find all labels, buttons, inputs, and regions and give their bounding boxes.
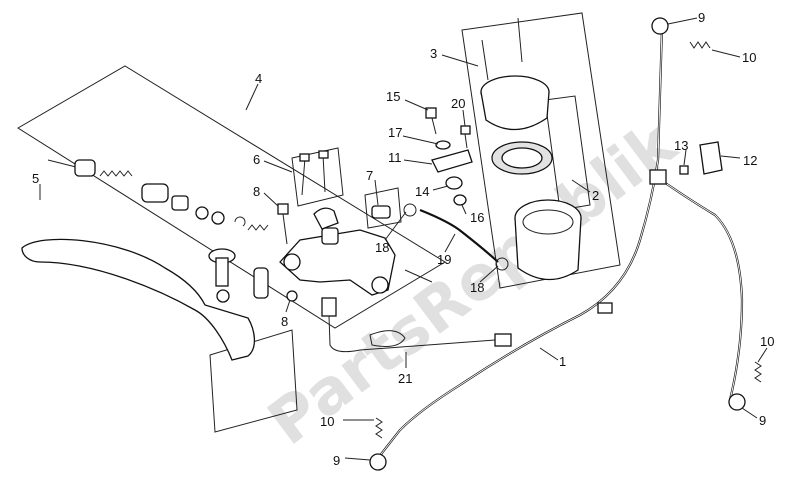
banjo-top bbox=[651, 17, 669, 35]
hose-junction bbox=[649, 169, 667, 185]
washer-16 bbox=[453, 194, 467, 206]
pivot-pin-shaft bbox=[215, 257, 229, 287]
reservoir-body bbox=[514, 217, 582, 281]
callout-8-bottom: 8 bbox=[281, 314, 288, 329]
callout-13: 13 bbox=[674, 138, 688, 153]
diaphragm-inner bbox=[501, 147, 543, 169]
callout-10-bottom: 10 bbox=[320, 414, 334, 429]
callout-8-top: 8 bbox=[253, 184, 260, 199]
body-fitting bbox=[321, 227, 339, 245]
body-bore bbox=[371, 276, 389, 294]
callout-3: 3 bbox=[430, 46, 437, 61]
callout-5: 5 bbox=[32, 171, 39, 186]
wire-loop bbox=[369, 330, 406, 347]
callout-11: 11 bbox=[388, 150, 402, 165]
callout-12: 12 bbox=[743, 153, 757, 168]
circlip bbox=[234, 216, 246, 227]
callout-21: 21 bbox=[398, 371, 412, 386]
screw-20-shaft bbox=[464, 133, 468, 149]
callout-14: 14 bbox=[415, 184, 429, 199]
callout-10-top: 10 bbox=[742, 50, 756, 65]
screw-15-head bbox=[425, 107, 437, 119]
inset-frame-7 bbox=[364, 187, 402, 229]
handlebar-clamp bbox=[313, 207, 339, 230]
clamp-screw-a bbox=[301, 157, 306, 196]
cap-screw-a bbox=[481, 39, 489, 81]
grommet-14 bbox=[445, 176, 463, 190]
callout-7: 7 bbox=[366, 168, 373, 183]
piston-cup bbox=[171, 195, 189, 211]
piston-spring-a bbox=[99, 170, 133, 177]
clamp-screw-b bbox=[322, 154, 326, 193]
brake-hose-branch bbox=[657, 177, 744, 401]
pivot-washer bbox=[216, 289, 230, 303]
washer-17 bbox=[435, 140, 451, 150]
switch-connector bbox=[321, 297, 337, 317]
inset-frame-lever-pivot bbox=[209, 329, 298, 433]
leader-lines bbox=[39, 17, 768, 461]
brake-switch bbox=[371, 205, 391, 219]
banjo-bolt-bottom bbox=[375, 417, 383, 439]
clamp-screw-a-head bbox=[299, 153, 310, 162]
hose-clip-18b bbox=[495, 257, 509, 271]
seal-washer bbox=[211, 211, 225, 225]
hose-bracket-12 bbox=[699, 141, 723, 175]
callout-2: 2 bbox=[592, 188, 599, 203]
callout-19: 19 bbox=[437, 252, 451, 267]
screw-20-head bbox=[460, 125, 471, 135]
brake-lever bbox=[21, 238, 256, 361]
callout-17: 17 bbox=[388, 125, 402, 140]
assembly-frame-2 bbox=[544, 95, 591, 211]
return-spring bbox=[247, 224, 269, 231]
hose-sleeve bbox=[597, 302, 613, 314]
callout-4: 4 bbox=[255, 71, 262, 86]
callout-10-right: 10 bbox=[760, 334, 774, 349]
body-mount-hole bbox=[283, 253, 301, 271]
callout-20: 20 bbox=[451, 96, 465, 111]
wire-plug bbox=[494, 333, 512, 347]
screw-15-shaft bbox=[431, 117, 437, 135]
switch-wire bbox=[328, 315, 496, 353]
callout-18-a: 18 bbox=[375, 240, 389, 255]
callout-9-bottom: 9 bbox=[333, 453, 340, 468]
callout-9-right: 9 bbox=[759, 413, 766, 428]
callout-15: 15 bbox=[386, 89, 400, 104]
bleed-screw bbox=[404, 269, 433, 283]
reservoir-cap-side bbox=[480, 91, 550, 131]
callout-16: 16 bbox=[470, 210, 484, 225]
callout-1: 1 bbox=[559, 354, 566, 369]
clamp-screw-b-head bbox=[318, 150, 329, 159]
callout-9-top: 9 bbox=[698, 10, 705, 25]
banjo-bolt-top bbox=[689, 41, 711, 49]
banjo-right bbox=[728, 393, 746, 411]
brake-hose-main-inner bbox=[377, 27, 663, 459]
reservoir-inner-rim bbox=[522, 209, 574, 235]
assembly-frame-3 bbox=[461, 12, 621, 289]
callout-6: 6 bbox=[253, 152, 260, 167]
screw-8-shaft bbox=[282, 213, 288, 245]
screw-8-head bbox=[277, 203, 289, 215]
lever-bushing bbox=[253, 267, 269, 299]
callout-18-b: 18 bbox=[470, 280, 484, 295]
banjo-bolt-right bbox=[754, 361, 762, 383]
seal-ring bbox=[195, 206, 209, 220]
rod-boot bbox=[74, 159, 96, 177]
banjo-bottom bbox=[369, 453, 387, 471]
bracket-11 bbox=[431, 149, 473, 173]
bolt-13 bbox=[679, 165, 689, 175]
hose-clip-18a bbox=[403, 203, 417, 217]
nut-8 bbox=[286, 290, 298, 302]
brake-hose-branch-inner bbox=[657, 177, 743, 401]
cap-screw-b bbox=[517, 17, 523, 63]
breather-hose bbox=[419, 208, 499, 263]
piston bbox=[141, 183, 169, 203]
